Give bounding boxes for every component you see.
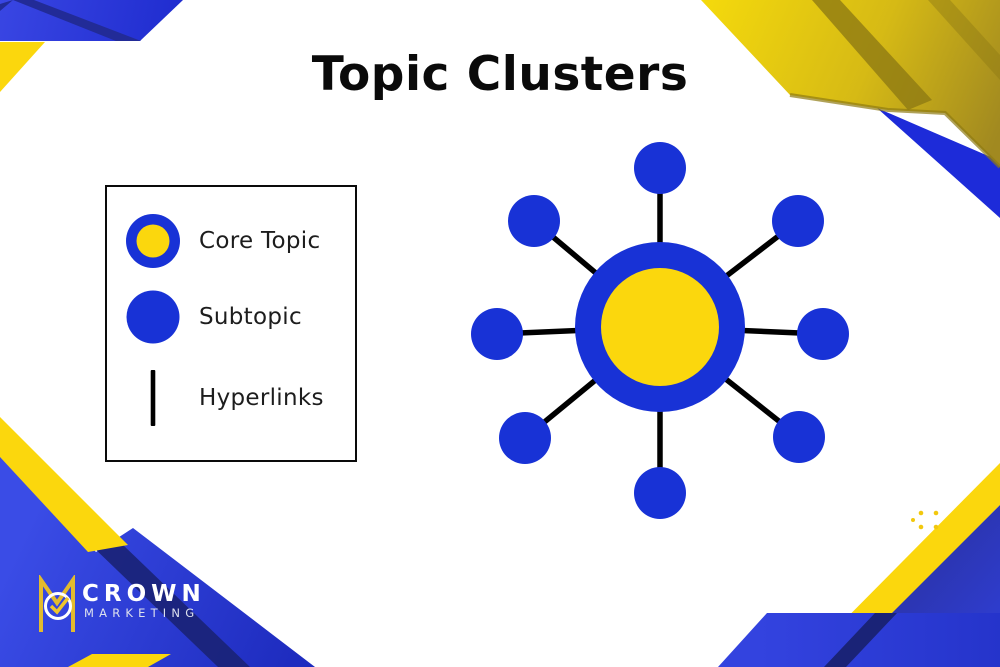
- hyperlink-line: [658, 324, 801, 440]
- crown-monogram-icon: [39, 575, 75, 632]
- subtopic-node: [634, 467, 686, 519]
- legend-label-core-topic: Core Topic: [199, 228, 321, 254]
- core-topic-center: [601, 268, 719, 386]
- subtopic-icon: [107, 289, 199, 345]
- subtopic-node: [508, 195, 560, 247]
- subtopic-node: [797, 308, 849, 360]
- top-right-ribbon: [701, 0, 1000, 218]
- hyperlink-lines: [496, 168, 824, 493]
- subtopic-node: [499, 412, 551, 464]
- subtopic-node: [773, 411, 825, 463]
- logo-name: CROWN: [82, 581, 206, 607]
- hyperlink-line: [659, 324, 824, 337]
- logo-subtitle: MARKETING: [84, 606, 200, 620]
- hyperlink-line-icon: [107, 368, 199, 428]
- legend-box: Core Topic Subtopic Hyperlinks: [105, 185, 357, 462]
- subtopic-node: [471, 308, 523, 360]
- core-topic-ring: [575, 242, 745, 412]
- yellow-dots-pattern: [911, 510, 939, 530]
- hyperlink-line: [496, 324, 661, 337]
- subtopic-node: [634, 142, 686, 194]
- hyperlink-line: [532, 218, 662, 330]
- hyperlink-line: [658, 218, 800, 330]
- legend-item-subtopic: Subtopic: [107, 289, 355, 345]
- core-topic-icon: [107, 213, 199, 269]
- legend-label-hyperlinks: Hyperlinks: [199, 385, 324, 411]
- legend-item-hyperlinks: Hyperlinks: [107, 367, 355, 429]
- core-topic-node: [575, 242, 745, 412]
- legend-item-core-topic: Core Topic: [107, 213, 355, 269]
- bottom-right-ribbon: [718, 463, 1000, 667]
- subtopic-nodes: [471, 142, 849, 519]
- subtopic-node: [772, 195, 824, 247]
- page-title: Topic Clusters: [311, 47, 689, 102]
- brand-logo: CROWN MARKETING: [37, 575, 201, 635]
- hyperlink-line: [523, 324, 662, 441]
- legend-label-subtopic: Subtopic: [199, 304, 302, 330]
